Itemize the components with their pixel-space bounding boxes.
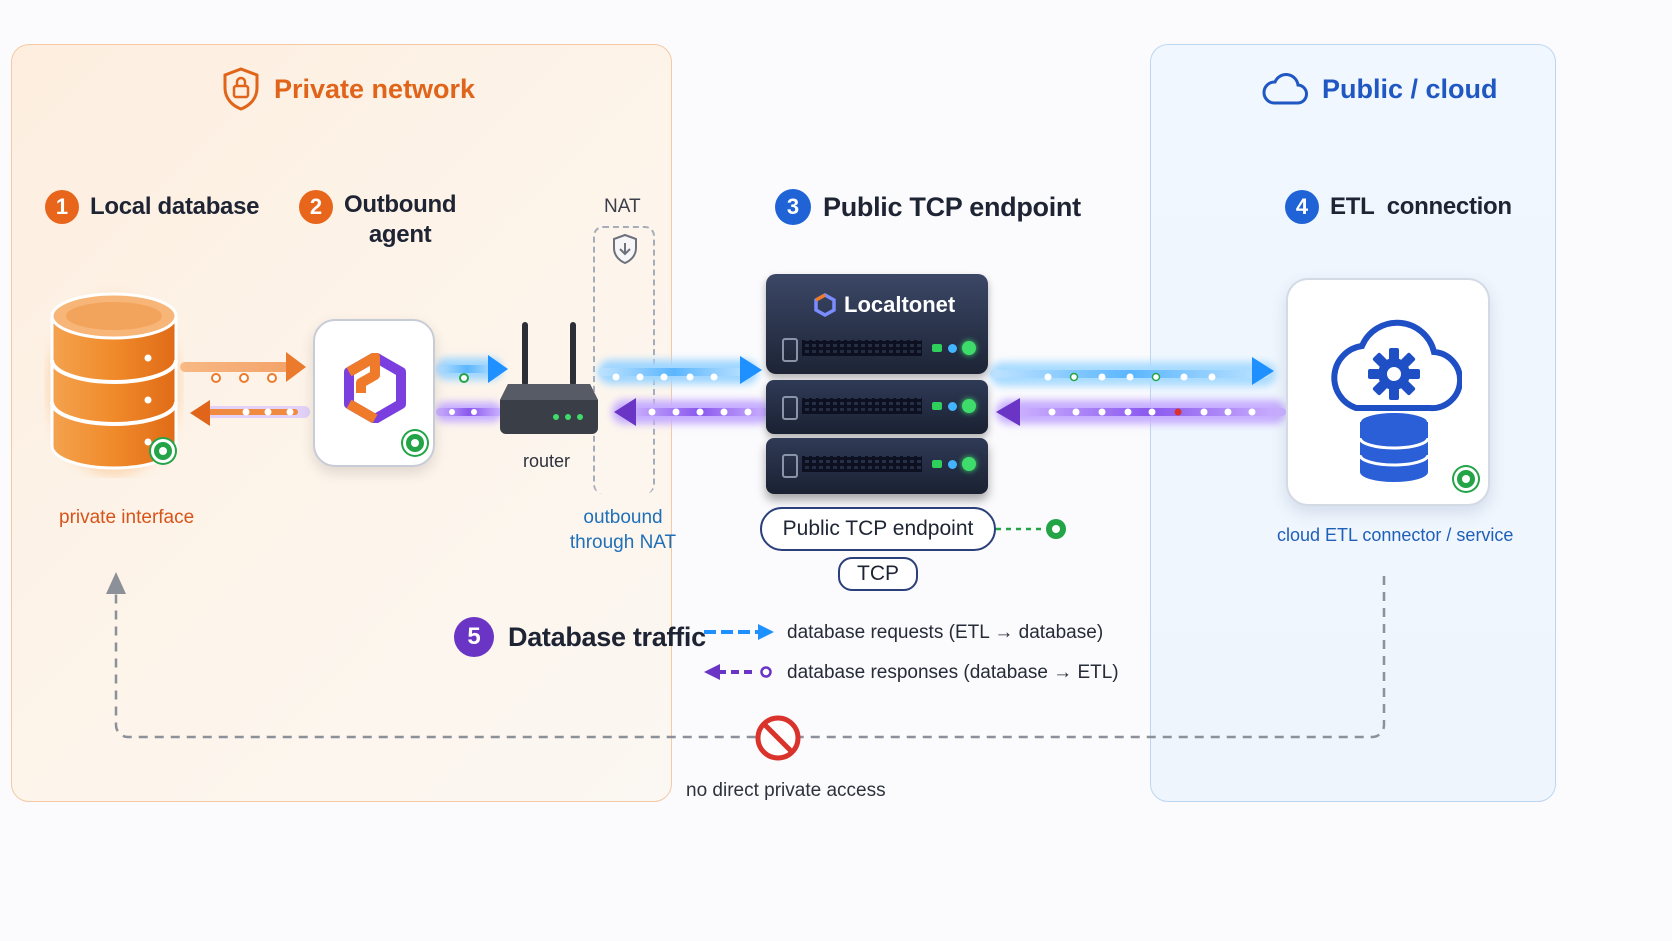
tcp-pill[interactable]: TCP	[838, 557, 918, 591]
step-4-title: ETL connection	[1330, 193, 1512, 220]
agent-router-request-lane	[436, 355, 508, 383]
step-2-title-line1: Outbound	[344, 191, 457, 218]
step-3-header: 3 Public TCP endpoint	[775, 189, 1081, 225]
cloud-server-response-lane	[996, 398, 1286, 426]
step-4-header: 4 ETL connection	[1285, 190, 1512, 224]
router-label: router	[523, 451, 571, 471]
agent-router-response-lane	[436, 402, 502, 422]
public-zone-header: Public / cloud	[1262, 70, 1498, 108]
step-5-badge: 5	[454, 617, 494, 657]
step-3-badge: 3	[775, 189, 811, 225]
step-1-badge: 1	[45, 190, 79, 224]
public-tcp-endpoint-pill[interactable]: Public TCP endpoint	[760, 507, 996, 551]
response-legend-arrow	[704, 664, 772, 680]
cloud-database-gear-icon	[1331, 319, 1462, 482]
step-1-title: Local database	[90, 193, 260, 220]
agent-status-dot	[403, 431, 427, 455]
cloud-icon	[1262, 73, 1308, 105]
database-icon	[48, 292, 180, 476]
step-1-header: 1 Local database	[45, 190, 260, 224]
shield-down-icon	[613, 233, 637, 265]
step-5-header: 5 Database traffic	[454, 617, 706, 657]
server-brand: Localtonet	[844, 292, 956, 317]
router-server-request-lane	[598, 356, 762, 384]
agent-logo-icon	[344, 353, 406, 423]
router-icon[interactable]	[498, 320, 600, 440]
cloud-etl-card[interactable]	[1286, 278, 1490, 506]
outbound-agent-card[interactable]	[313, 319, 435, 467]
db-agent-request-lane	[180, 352, 306, 383]
endpoint-connector	[996, 519, 1066, 539]
private-zone-header: Private network	[222, 66, 475, 112]
private-zone-title: Private network	[274, 73, 476, 104]
server-cloud-request-lane	[990, 357, 1276, 386]
server-unit-middle	[766, 380, 988, 434]
legend-responses: database responses (database → ETL)	[787, 662, 1119, 683]
server-unit-bottom	[766, 438, 988, 494]
private-interface-label: private interface	[59, 507, 195, 528]
step-2-header: 2 Outbound agent	[299, 190, 457, 250]
database-status-dot	[151, 439, 175, 463]
localtonet-server-stack[interactable]: Localtonet	[766, 274, 988, 496]
no-direct-access-path	[106, 572, 1386, 739]
server-router-response-lane	[612, 398, 770, 426]
outbound-nat-line2: through NAT	[569, 532, 677, 553]
request-legend-arrow	[704, 624, 774, 640]
localtonet-logo-icon	[814, 293, 836, 317]
server-unit-top: Localtonet	[766, 274, 988, 374]
step-3-title: Public TCP endpoint	[823, 191, 1081, 222]
step-5-title: Database traffic	[508, 621, 706, 652]
step-2-title-line2: agent	[368, 221, 432, 248]
cloud-status-dot	[1454, 467, 1478, 491]
legend-requests: database requests (ETL → database)	[787, 622, 1104, 643]
db-agent-response-lane	[190, 400, 310, 426]
step-4-badge: 4	[1285, 190, 1319, 224]
nat-label: NAT	[604, 196, 641, 217]
no-direct-access-label: no direct private access	[686, 780, 886, 801]
public-zone-title: Public / cloud	[1322, 73, 1498, 104]
no-entry-icon	[755, 715, 801, 761]
outbound-nat-line1: outbound	[583, 507, 663, 528]
cloud-service-label: cloud ETL connector / service	[1277, 525, 1514, 545]
shield-lock-icon	[223, 67, 259, 111]
step-2-badge: 2	[299, 190, 333, 224]
outbound-nat-label: outbound through NAT	[567, 505, 679, 555]
